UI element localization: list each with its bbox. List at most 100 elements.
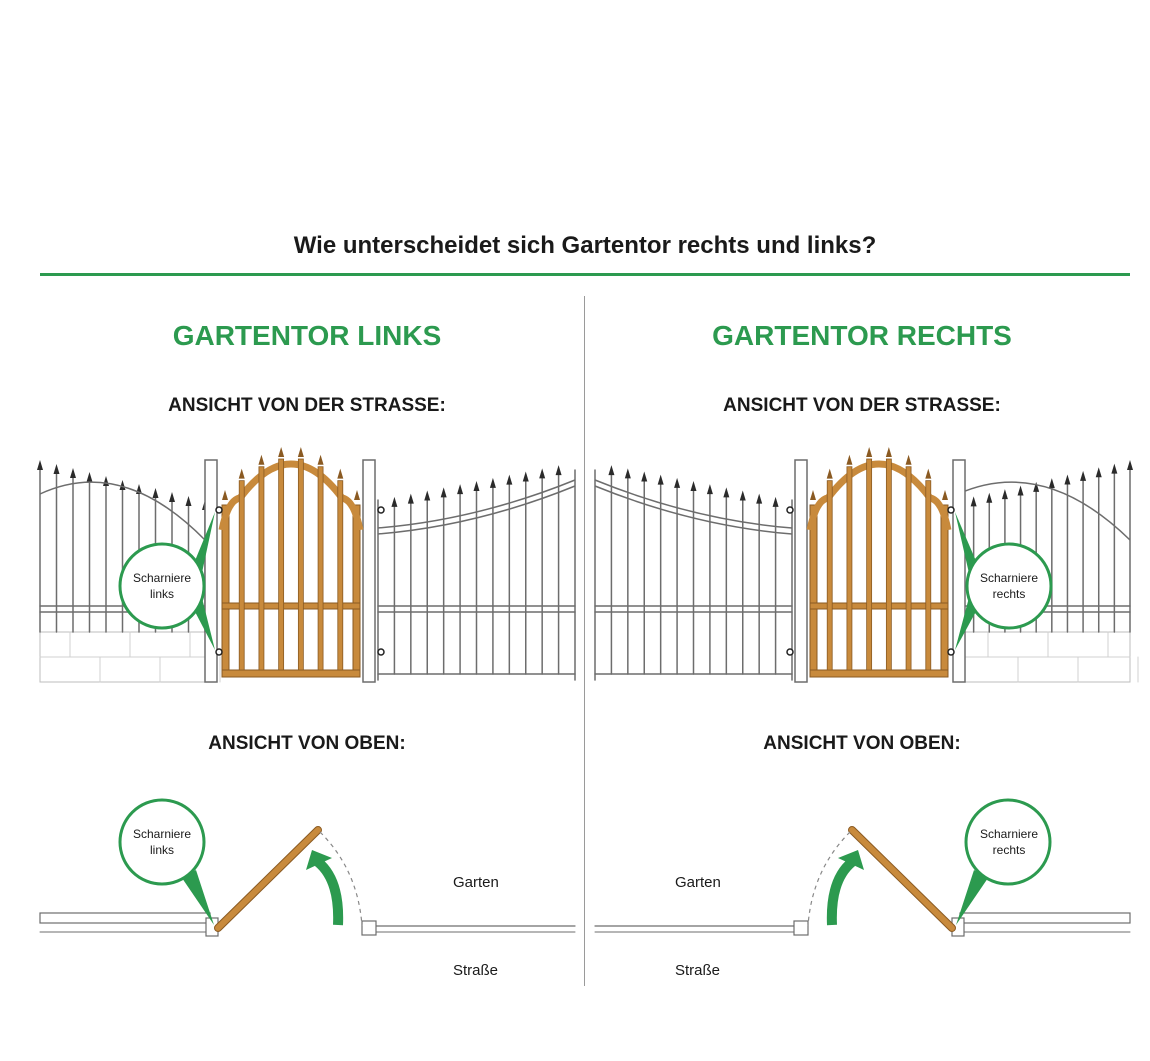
right-street-view-heading: ANSICHT VON DER STRASSE: <box>723 395 1001 416</box>
right-gate-spike <box>942 490 948 500</box>
fence-spike <box>119 480 126 490</box>
left-gate-spike <box>337 468 344 479</box>
hinge-bolt <box>947 506 955 514</box>
right-gate-bar <box>905 466 912 671</box>
fence-spike <box>1064 474 1071 485</box>
gate-spike <box>674 477 681 488</box>
left-gate-bar <box>258 466 265 671</box>
left-gate-stile <box>352 504 361 678</box>
gate-spike <box>641 471 648 482</box>
gate-spike <box>473 481 480 491</box>
top-fence-beam <box>959 912 1131 924</box>
hinge-bolt <box>377 506 385 514</box>
top-post <box>361 920 377 936</box>
right-panel-title: GARTENTOR RECHTS <box>712 320 1012 351</box>
fence-spike <box>37 460 43 470</box>
right-top-view-heading: ANSICHT VON OBEN: <box>763 733 961 754</box>
left-gate-spike <box>222 490 228 500</box>
right-gate-spike <box>885 447 892 458</box>
hinge-label-line2: links <box>149 587 174 601</box>
gate-spike <box>440 487 447 498</box>
fence-spike <box>1033 481 1040 492</box>
right-top-hinge-text: Scharniere rechts <box>967 826 1051 858</box>
hinge-callout-pointer <box>956 870 988 925</box>
left-street-view-heading: ANSICHT VON DER STRASSE: <box>168 395 446 416</box>
left-street-label: Straße <box>453 962 499 979</box>
page-title: Wie unterscheidet sich Gartentor rechts … <box>293 232 877 259</box>
fence-spike <box>970 496 977 507</box>
fence-spike <box>1111 463 1118 474</box>
gate-spike <box>407 493 414 504</box>
left-gate-mid-rail <box>221 602 361 610</box>
fence-arch-rail <box>39 481 206 541</box>
top-gate-leaf <box>215 827 321 931</box>
hinge-callout-icon <box>965 542 1053 630</box>
fence-spike <box>103 476 109 486</box>
swing-path <box>319 831 363 927</box>
hinge-callout-icon <box>964 798 1052 886</box>
hinge-callout-icon <box>118 542 206 630</box>
right-gate-stile <box>809 504 818 678</box>
swing-arrow-head <box>306 850 332 870</box>
title-underline <box>40 273 1130 276</box>
right-street-label: Straße <box>675 962 721 979</box>
left-garden-label: Garten <box>453 874 499 891</box>
fence-spike <box>152 488 159 498</box>
left-gate-bar <box>317 466 324 671</box>
left-top-hinge-text: Scharniere links <box>120 826 204 858</box>
left-gate-spike <box>297 447 304 458</box>
hinge-bolt <box>215 648 223 656</box>
left-top-view-heading: ANSICHT VON OBEN: <box>208 733 406 754</box>
gate-spike <box>624 468 631 479</box>
gate-spike <box>539 468 546 479</box>
hinge-bolt <box>786 648 794 656</box>
left-panel-title: GARTENTOR LINKS <box>172 320 442 351</box>
gate-spike <box>706 484 713 495</box>
gate-spike <box>756 493 763 504</box>
hinge-label-line1: Scharniere <box>979 571 1039 585</box>
gate-spike <box>424 490 431 501</box>
gate-spike <box>690 481 697 491</box>
gate-spike <box>772 496 779 507</box>
right-gate-arch <box>806 460 952 531</box>
hinge-bolt <box>947 648 955 656</box>
right-gate-mid-rail <box>809 602 949 610</box>
right-gate-bar <box>826 480 833 671</box>
gate-spike <box>608 465 615 476</box>
left-gate-bar <box>337 480 344 671</box>
top-post <box>793 920 809 936</box>
hinge-label-line1: Scharniere <box>132 571 192 585</box>
right-garden-label: Garten <box>675 874 721 891</box>
fence-spike <box>1080 470 1087 481</box>
right-gate-spike <box>925 468 932 479</box>
gate-spike <box>657 474 664 485</box>
gate-spike <box>506 474 513 485</box>
gate-spike <box>555 465 562 476</box>
gate-spike <box>457 484 464 495</box>
fence-spike <box>1017 485 1024 496</box>
right-gate-spike <box>810 490 816 500</box>
gate-post <box>952 459 966 683</box>
swing-arrow-head <box>838 850 864 870</box>
left-gate-spike <box>354 490 360 500</box>
gate-spike <box>522 471 529 482</box>
swing-arrow-icon <box>826 858 856 926</box>
right-gate-bottom-rail <box>809 669 949 678</box>
left-gate-bottom-rail <box>221 669 361 678</box>
gate-spike <box>391 496 398 507</box>
right-gate-spike <box>826 468 833 479</box>
right-gate-bar <box>846 466 853 671</box>
left-gate-spike <box>278 447 285 458</box>
left-gate-bar <box>238 480 245 671</box>
right-gate-spike <box>846 454 853 465</box>
left-front-hinge-text: Scharniere links <box>120 570 204 602</box>
hinge-bolt <box>215 506 223 514</box>
hinge-bolt <box>786 506 794 514</box>
right-gate-bar <box>925 480 932 671</box>
left-gate-arch <box>218 460 364 531</box>
hinge-callout-icon <box>118 798 206 886</box>
fence-spike <box>1001 489 1008 500</box>
hinge-label-line1: Scharniere <box>979 827 1039 841</box>
right-gate-stile <box>940 504 949 678</box>
